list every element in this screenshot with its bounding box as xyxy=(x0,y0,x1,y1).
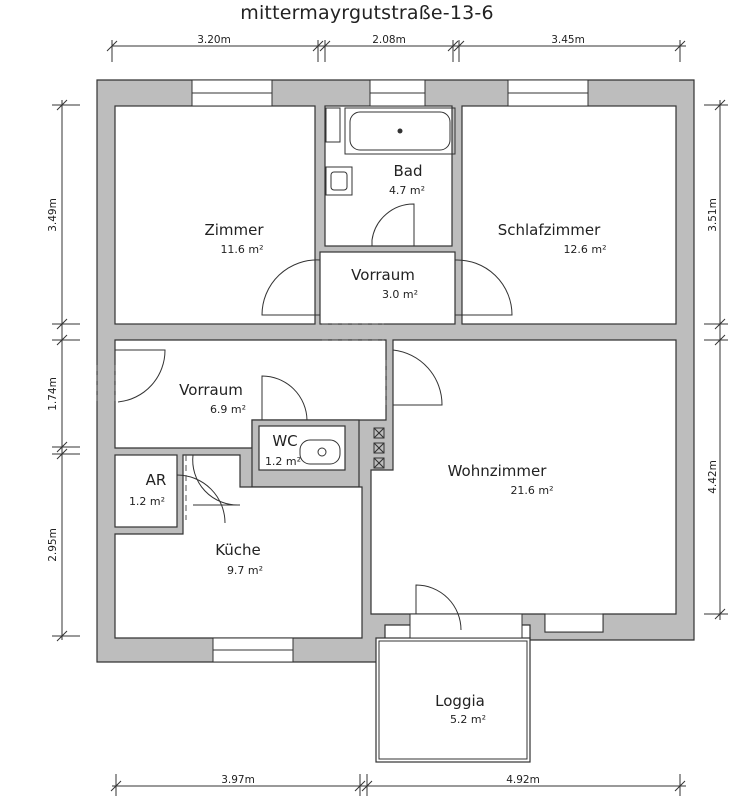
label-kueche: Küche xyxy=(215,541,261,559)
toilet xyxy=(299,439,341,465)
area-kueche: 9.7 m² xyxy=(227,564,263,577)
dim-left-3: 2.95m xyxy=(47,528,59,562)
area-ar: 1.2 m² xyxy=(129,495,165,508)
room-wc xyxy=(258,425,346,471)
bathtub xyxy=(344,107,456,155)
label-zimmer: Zimmer xyxy=(204,221,264,239)
dim-top-2: 2.08m xyxy=(372,34,406,46)
area-wohnzimmer: 21.6 m² xyxy=(510,484,553,497)
door-schlafzimmer xyxy=(454,259,513,316)
area-zimmer: 11.6 m² xyxy=(220,243,263,256)
door-loggia-frame xyxy=(409,613,523,639)
label-schlafzimmer: Schlafzimmer xyxy=(498,221,601,239)
dim-right-1: 3.51m xyxy=(707,198,719,232)
area-vorraum-upper: 3.0 m² xyxy=(382,288,418,301)
dim-bottom-2: 4.92m xyxy=(506,774,540,786)
label-vorraum-lower: Vorraum xyxy=(179,381,243,399)
door-entrance xyxy=(115,349,166,403)
loggia-railing-inner xyxy=(378,640,528,760)
door-wohnzimmer xyxy=(392,349,443,406)
room-vorraum-upper xyxy=(319,251,456,325)
room-schlafzimmer xyxy=(461,105,677,325)
area-vorraum-lower: 6.9 m² xyxy=(210,403,246,416)
window-wohnzimmer xyxy=(544,613,604,633)
door-wc xyxy=(261,375,308,421)
room-ar xyxy=(114,454,178,528)
label-ar: AR xyxy=(146,471,167,489)
area-wc: 1.2 m² xyxy=(265,455,301,468)
door-zimmer xyxy=(261,259,321,316)
label-wc: WC xyxy=(272,432,297,450)
shaft xyxy=(373,427,385,439)
door-kueche xyxy=(192,454,241,506)
dim-left-1: 3.49m xyxy=(47,198,59,232)
dim-top-1: 3.20m xyxy=(197,34,231,46)
label-wohnzimmer: Wohnzimmer xyxy=(448,462,548,480)
plan-title: mittermayrgutstraße-13-6 xyxy=(240,2,494,24)
dim-right-2: 4.42m xyxy=(707,460,719,494)
dim-left-2: 1.74m xyxy=(47,377,59,411)
bad-sink xyxy=(325,166,353,196)
area-bad: 4.7 m² xyxy=(389,184,425,197)
room-zimmer xyxy=(114,105,316,325)
dim-bottom-1: 3.97m xyxy=(221,774,255,786)
room-kueche xyxy=(114,454,363,639)
area-loggia: 5.2 m² xyxy=(450,713,486,726)
label-bad: Bad xyxy=(393,162,422,180)
shower-tray xyxy=(325,107,341,143)
label-loggia: Loggia xyxy=(435,692,485,710)
dim-top-3: 3.45m xyxy=(551,34,585,46)
label-vorraum-upper: Vorraum xyxy=(351,266,415,284)
door-loggia xyxy=(415,584,462,631)
room-bad xyxy=(324,105,453,247)
door-bad xyxy=(371,203,415,246)
area-schlafzimmer: 12.6 m² xyxy=(563,243,606,256)
